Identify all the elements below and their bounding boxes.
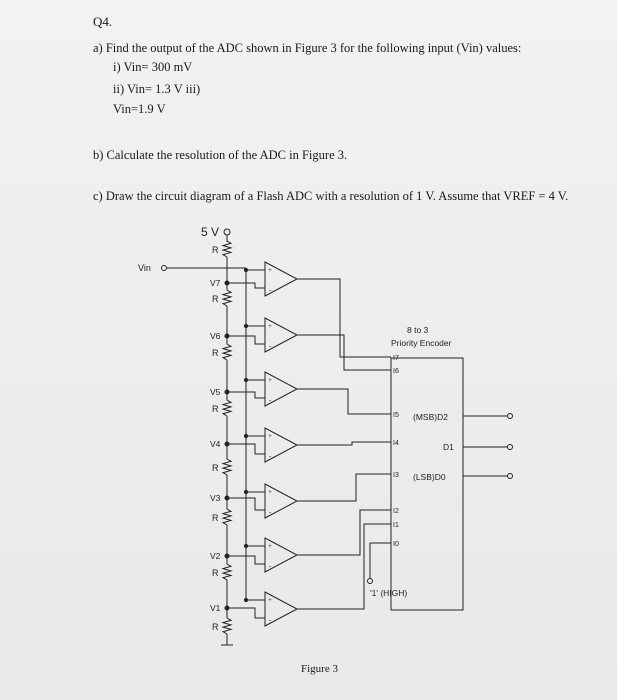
plus-sign: + xyxy=(268,488,272,496)
minus-sign: - xyxy=(269,396,272,404)
node-label-v6: V6 xyxy=(210,331,221,341)
encoder-input-i1: I1 xyxy=(393,522,399,529)
minus-sign: - xyxy=(269,286,272,294)
comparator-output-wire xyxy=(297,278,391,358)
minus-sign: - xyxy=(269,616,272,624)
high-terminal xyxy=(367,578,373,584)
part-a-text: a) Find the output of the ADC shown in F… xyxy=(93,41,522,55)
comparator-4 xyxy=(264,427,299,463)
minus-sign: - xyxy=(269,508,272,516)
node-label-v5: V5 xyxy=(210,387,221,397)
resistor-8 xyxy=(221,615,233,635)
question-number: Q4. xyxy=(93,14,113,29)
resistor-7 xyxy=(221,561,233,581)
supply-terminal xyxy=(223,228,231,236)
plus-sign: + xyxy=(268,432,272,440)
resistor-label: R xyxy=(212,245,219,255)
high-label: '1' (HIGH) xyxy=(370,588,407,598)
encoder-input-i2: I2 xyxy=(393,508,399,515)
resistor-2 xyxy=(221,287,233,307)
plus-sign: + xyxy=(268,322,272,330)
output-msb-label: (MSB)D2 xyxy=(413,412,448,422)
supply-label: 5 V xyxy=(201,225,219,239)
input-terminal xyxy=(161,265,167,271)
input-label: Vin xyxy=(138,263,151,273)
plus-sign: + xyxy=(268,376,272,384)
resistor-6 xyxy=(221,506,233,526)
comparator-2 xyxy=(264,537,299,573)
figure-caption: Figure 3 xyxy=(301,663,338,675)
output-d1-terminal xyxy=(507,444,513,450)
resistor-label: R xyxy=(212,294,219,304)
node-label-v7: V7 xyxy=(210,278,221,288)
plus-sign: + xyxy=(268,596,272,604)
encoder-title-2: Priority Encoder xyxy=(391,338,452,348)
resistor-label: R xyxy=(212,513,219,523)
resistor-4 xyxy=(221,397,233,417)
output-lsb-terminal xyxy=(507,473,513,479)
comparator-output-wire xyxy=(297,388,391,415)
output-d1-label: D1 xyxy=(443,442,454,452)
output-lsb-label: (LSB)D0 xyxy=(413,472,446,482)
minus-sign: - xyxy=(269,562,272,570)
encoder-title-1: 8 to 3 xyxy=(407,325,429,335)
encoder-input-i3: I3 xyxy=(393,472,399,479)
node-label-v3: V3 xyxy=(210,493,221,503)
node-label-v1: V1 xyxy=(210,603,221,613)
encoder-input-i4: I4 xyxy=(393,440,399,447)
node-label-v4: V4 xyxy=(210,439,221,449)
part-b-text: b) Calculate the resolution of the ADC i… xyxy=(93,148,348,162)
resistor-3 xyxy=(221,341,233,361)
resistor-label: R xyxy=(212,622,219,632)
plus-sign: + xyxy=(268,266,272,274)
comparator-6 xyxy=(264,317,299,353)
part-a-item-3: Vin=1.9 V xyxy=(113,102,166,116)
node-label-v2: V2 xyxy=(210,551,221,561)
comparator-output-wire xyxy=(297,441,391,446)
encoder-input-i7: I7 xyxy=(393,355,399,362)
encoder-input-i0: I0 xyxy=(393,541,399,548)
comparator-5 xyxy=(264,371,299,407)
comparator-1 xyxy=(264,591,299,627)
encoder-input-i5: I5 xyxy=(393,412,399,419)
part-c-text: c) Draw the circuit diagram of a Flash A… xyxy=(93,189,569,203)
minus-sign: - xyxy=(269,342,272,350)
minus-sign: - xyxy=(269,452,272,460)
comparator-output-wire xyxy=(297,473,391,502)
comparator-bank: + - + - + - + - + - + - + - xyxy=(227,261,391,627)
resistor-1 xyxy=(221,238,233,258)
comparator-7 xyxy=(264,261,299,297)
comparator-3 xyxy=(264,483,299,519)
comparator-output-wire xyxy=(297,334,391,371)
part-a-item-2: ii) Vin= 1.3 V iii) xyxy=(113,82,201,96)
comparator-output-wire xyxy=(297,509,391,556)
priority-encoder-box xyxy=(390,357,464,611)
plus-sign: + xyxy=(268,542,272,550)
resistor-5 xyxy=(221,456,233,476)
comparator-output-wire xyxy=(297,523,391,610)
resistor-label: R xyxy=(212,348,219,358)
part-a-item-1: i) Vin= 300 mV xyxy=(113,60,193,74)
output-msb-terminal xyxy=(507,413,513,419)
resistor-label: R xyxy=(212,463,219,473)
encoder-input-i6: I6 xyxy=(393,368,399,375)
resistor-label: R xyxy=(212,404,219,414)
resistor-label: R xyxy=(212,568,219,578)
